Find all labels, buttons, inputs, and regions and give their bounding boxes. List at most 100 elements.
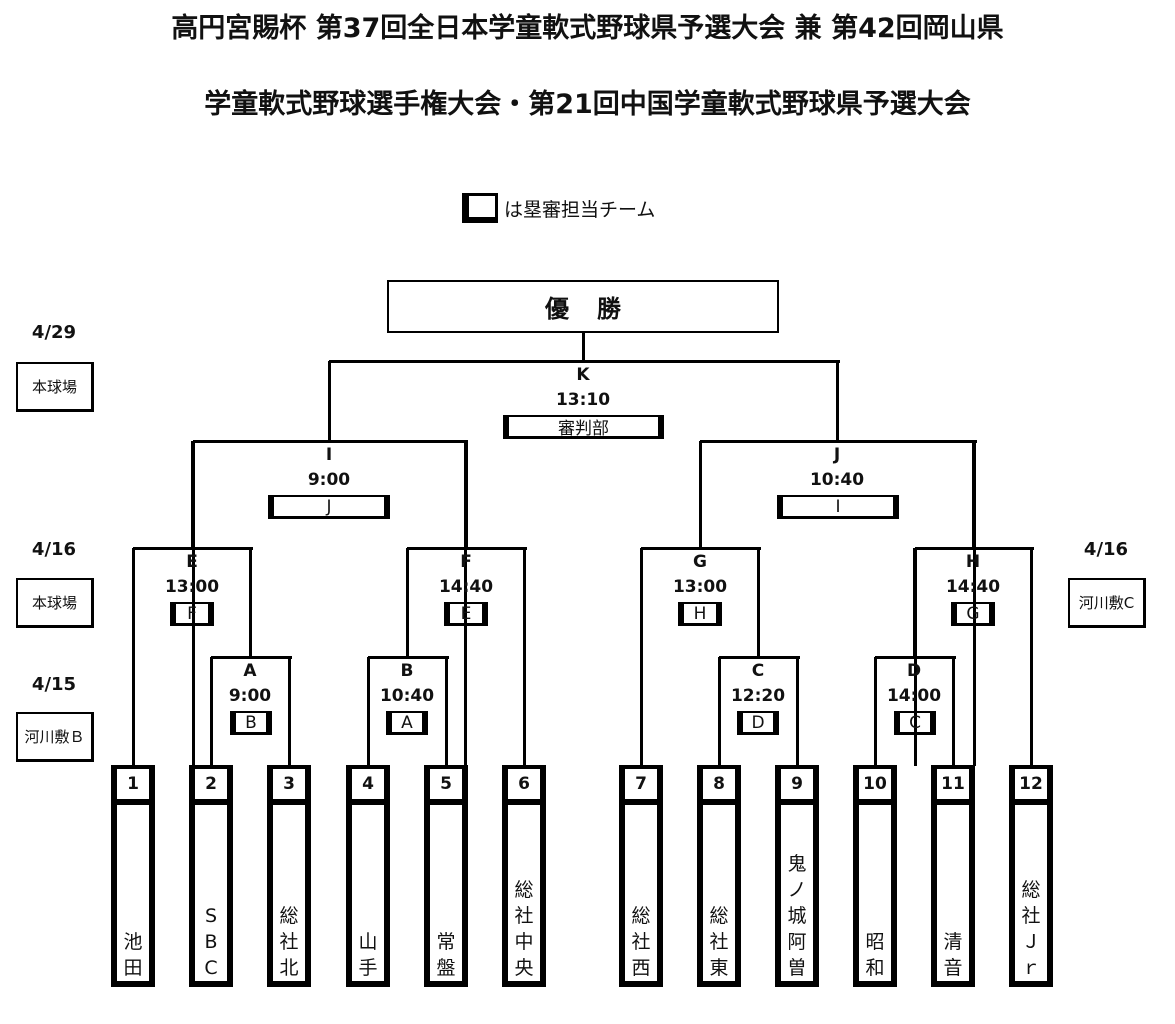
team-name-char: 常 (436, 931, 456, 953)
match-label-D: D (906, 661, 922, 681)
umpire-team-box-C: D (737, 711, 779, 735)
match-label-A: A (243, 661, 257, 681)
team-number: 3 (273, 769, 305, 805)
team-number: 2 (195, 769, 227, 805)
team-name-char: 社 (514, 905, 534, 927)
match-label-C: C (751, 661, 765, 681)
match-label-G: G (693, 552, 707, 572)
match-time-F: 14:40 (438, 577, 494, 597)
team-number: 5 (430, 769, 462, 805)
team-box: 3 総社北 (267, 765, 311, 987)
venue-round2-right: 河川敷C (1068, 578, 1146, 628)
team-box: 9 鬼ノ城阿曽 (775, 765, 819, 987)
venue-round2-left: 本球場 (16, 578, 94, 628)
team-number: 7 (625, 769, 657, 805)
team-name-char: 総 (631, 905, 651, 927)
bracket-line-C-left (718, 657, 721, 766)
team-box: 4 山手 (346, 765, 390, 987)
umpire-team-box-B: A (386, 711, 428, 735)
team-name-char: 城 (787, 905, 807, 927)
umpire-team-box-A: B (230, 711, 272, 735)
team-name: 清音 (937, 929, 969, 981)
match-label-K: K (576, 365, 590, 385)
team-name-char: 北 (279, 957, 299, 979)
bracket-line-A-right (288, 657, 291, 766)
venue-final: 本球場 (16, 362, 94, 412)
bracket-line-C-right (796, 657, 799, 766)
date-final: 4/29 (31, 322, 77, 343)
team-name-char: 曽 (787, 957, 807, 979)
bracket-line-E-left (132, 548, 135, 766)
team-number: 8 (703, 769, 735, 805)
team-name: 池田 (117, 929, 149, 981)
bracket-line-K-left (328, 361, 331, 442)
umpire-team-box-I: J (268, 495, 390, 519)
umpire-team-box-K: 審判部 (503, 415, 664, 439)
team-number: 11 (937, 769, 969, 805)
team-box: 10 昭和 (853, 765, 897, 987)
match-label-E: E (186, 552, 198, 572)
team-name: 昭和 (859, 929, 891, 981)
match-time-E: 13:00 (164, 577, 220, 597)
match-time-C: 12:20 (730, 686, 786, 706)
umpire-team-box-E: F (170, 602, 214, 626)
umpire-team-box-F: E (444, 602, 488, 626)
bracket-line-A-left (210, 657, 213, 766)
team-name-char: 東 (709, 957, 729, 979)
match-time-J: 10:40 (809, 470, 865, 490)
team-name: 総社西 (625, 903, 657, 981)
team-number: 12 (1015, 769, 1047, 805)
umpire-box-legend-icon (462, 193, 498, 223)
team-name-char: 盤 (436, 957, 456, 979)
team-number: 6 (508, 769, 540, 805)
team-box: 11 清音 (931, 765, 975, 987)
team-name-char: 西 (631, 957, 651, 979)
team-name-char: 総 (1021, 879, 1041, 901)
bracket-line-H-left (914, 548, 917, 766)
bracket-line-B-right (445, 657, 448, 766)
bracket-line-K-right (836, 361, 839, 442)
tournament-title-line2: 学童軟式野球選手権大会・第21回中国学童軟式野球県予選大会 (204, 89, 971, 120)
match-time-D: 14:00 (886, 686, 942, 706)
umpire-team-box-D: C (894, 711, 936, 735)
team-name-char: S (204, 905, 218, 927)
legend: は塁審担当チーム (462, 190, 655, 226)
umpire-team-box-J: I (777, 495, 899, 519)
team-name: 常盤 (430, 929, 462, 981)
umpire-team-box-H: G (951, 602, 995, 626)
team-name: 総社中央 (508, 877, 540, 981)
match-time-A: 9:00 (228, 686, 272, 706)
team-number: 10 (859, 769, 891, 805)
match-label-H: H (965, 552, 981, 572)
team-name-char: 昭 (865, 931, 885, 953)
team-name-char: 山 (358, 931, 378, 953)
match-label-I: I (325, 445, 333, 465)
team-name-char: 社 (1021, 905, 1041, 927)
team-box: 5 常盤 (424, 765, 468, 987)
team-name-char: 手 (358, 957, 378, 979)
team-box: 7 総社西 (619, 765, 663, 987)
team-name-char: 中 (514, 931, 534, 953)
champion-box: 優勝 (387, 280, 779, 333)
team-name: 鬼ノ城阿曽 (781, 851, 813, 981)
team-name: 山手 (352, 929, 384, 981)
team-name-char: 社 (279, 931, 299, 953)
umpire-team-box-G: H (678, 602, 722, 626)
team-number: 4 (352, 769, 384, 805)
team-name-char: 鬼 (787, 853, 807, 875)
bracket-line-K-up (582, 333, 585, 362)
team-name-char: 和 (865, 957, 885, 979)
bracket-line-H-right (1030, 548, 1033, 766)
team-name: 総社北 (273, 903, 305, 981)
bracket-line-E-right (249, 548, 252, 658)
bracket-line-F-right (523, 548, 526, 766)
team-name-char: C (204, 957, 218, 979)
team-number: 9 (781, 769, 813, 805)
team-name-char: B (204, 931, 218, 953)
venue-round1: 河川敷Ｂ (16, 712, 94, 762)
match-time-K: 13:10 (555, 390, 611, 410)
match-time-G: 13:00 (672, 577, 728, 597)
